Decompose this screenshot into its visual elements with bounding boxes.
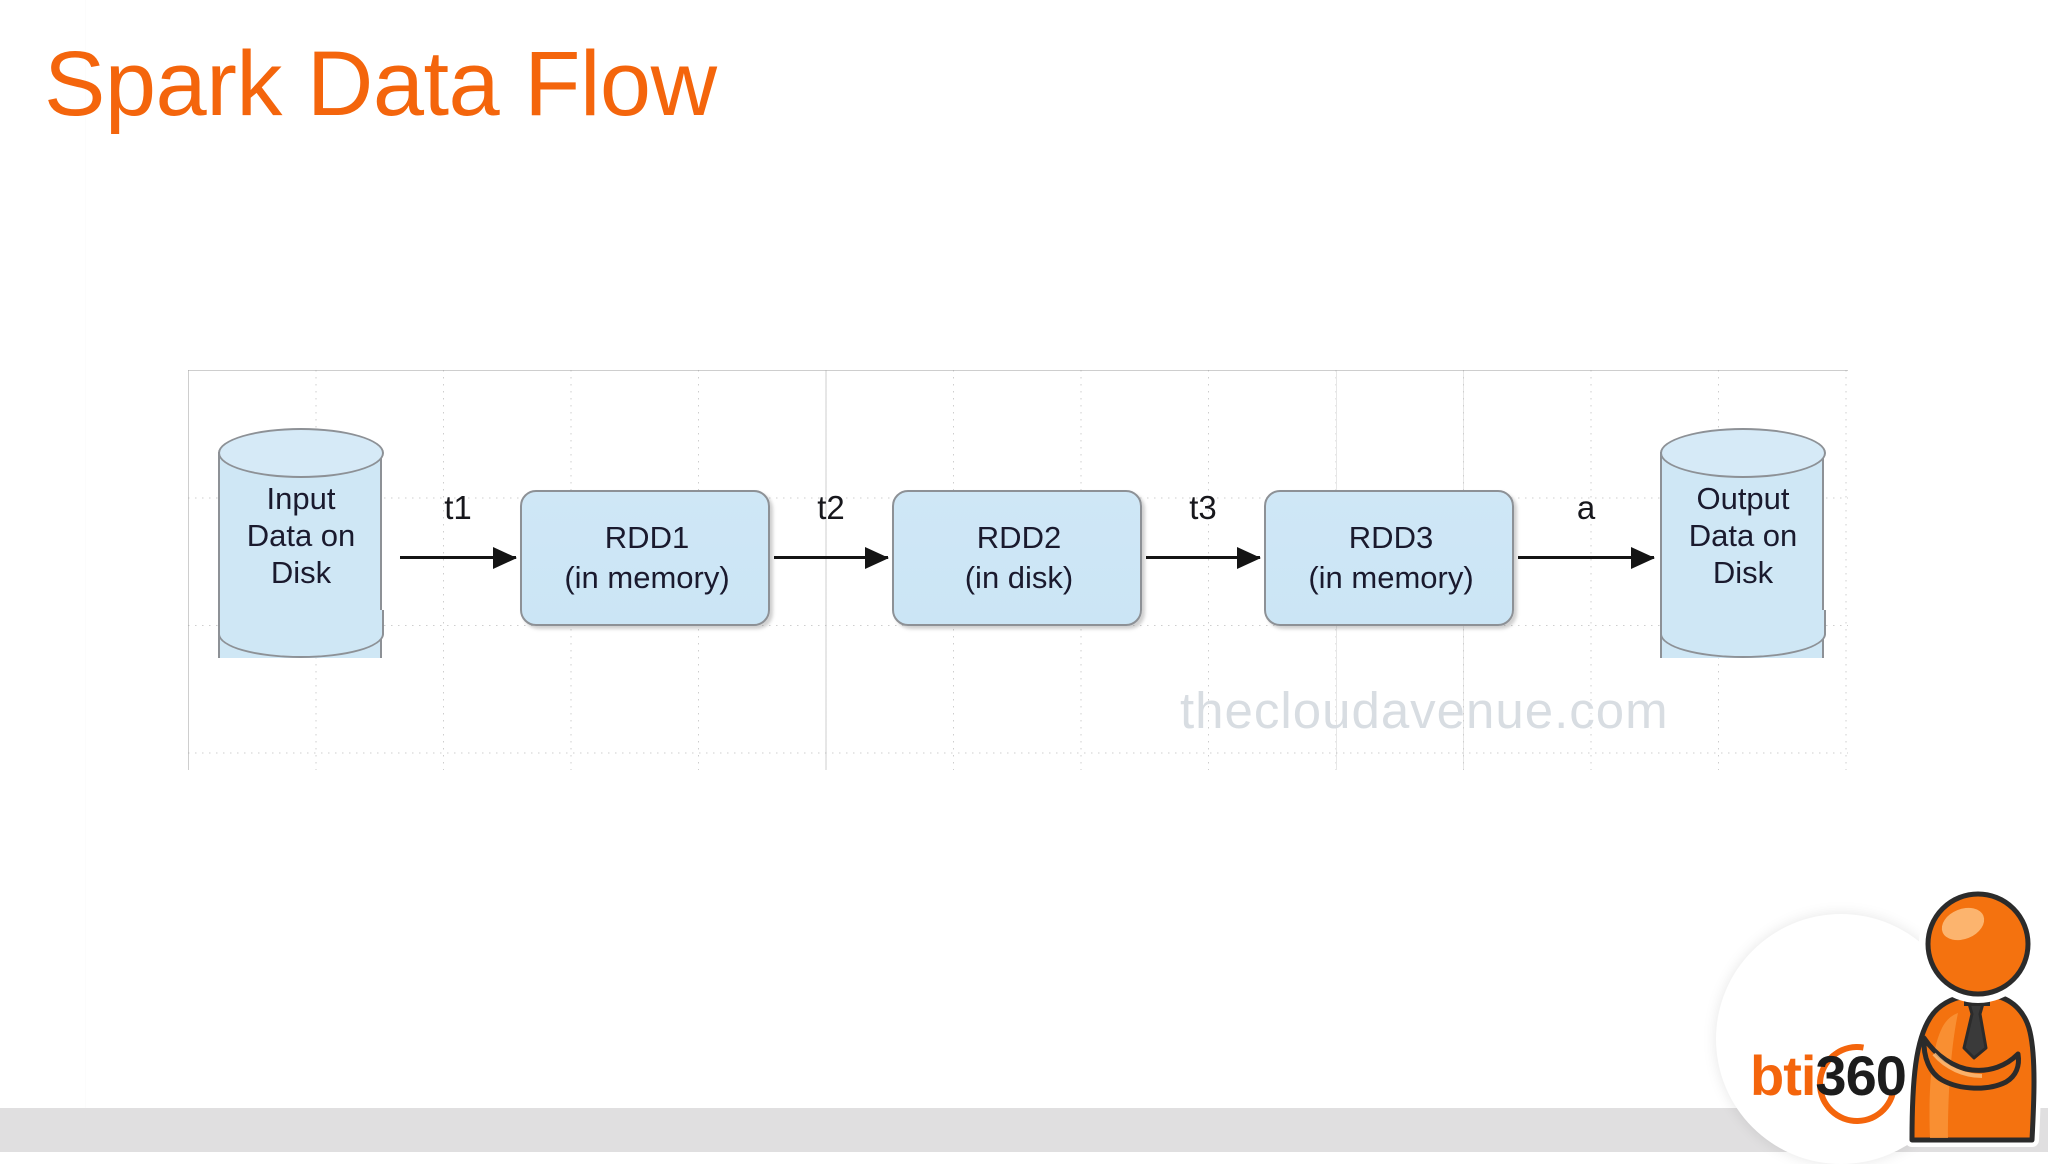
node-label: Input Data on Disk	[218, 480, 384, 591]
logo-word-secondary: 360	[1815, 1044, 1906, 1107]
arrowhead-icon	[865, 547, 889, 569]
bti360-logo: bti360	[1700, 872, 2048, 1164]
connector-t1[interactable]: t1	[400, 490, 517, 569]
node-label: RDD2 (in disk)	[894, 518, 1144, 598]
cylinder-top-ellipse	[1660, 428, 1826, 478]
node-rdd2[interactable]: RDD2 (in disk)	[892, 490, 1142, 626]
connector-shaft	[400, 556, 516, 559]
cylinder-bottom-ellipse	[218, 610, 384, 658]
cylinder-top-ellipse	[218, 428, 384, 478]
spark-data-flow-diagram: Input Data on Disk t1 RDD1 (in memory)	[160, 370, 1880, 790]
diagram-node-layer: Input Data on Disk t1 RDD1 (in memory)	[160, 370, 1880, 790]
arrowhead-icon	[1237, 547, 1261, 569]
cylinder-bottom-ellipse	[1660, 610, 1826, 658]
node-label-line1: RDD2	[976, 520, 1062, 555]
bottom-band	[0, 1108, 2048, 1152]
node-label: Output Data on Disk	[1660, 480, 1826, 591]
node-rdd3[interactable]: RDD3 (in memory)	[1264, 490, 1514, 626]
node-output-data-on-disk[interactable]: Output Data on Disk	[1660, 428, 1826, 682]
connector-label: t2	[817, 489, 845, 526]
node-label-line2: (in memory)	[1308, 560, 1474, 595]
left-edge-seam	[85, 0, 86, 1108]
node-label: RDD1 (in memory)	[522, 518, 772, 598]
arrowhead-icon	[493, 547, 517, 569]
page-title: Spark Data Flow	[44, 33, 717, 135]
node-input-data-on-disk[interactable]: Input Data on Disk	[218, 428, 384, 682]
node-label-line3: Disk	[1712, 555, 1774, 590]
node-label-line2: Data on	[246, 518, 356, 553]
node-label-line2: (in memory)	[564, 560, 730, 595]
connector-label: t1	[444, 489, 472, 526]
mascot-figure-icon	[1905, 885, 2041, 1147]
node-label-line2: Data on	[1688, 518, 1798, 553]
node-label-line3: Disk	[270, 555, 332, 590]
connector-shaft	[774, 556, 888, 559]
connector-shaft	[1146, 556, 1260, 559]
connector-t2[interactable]: t2	[774, 490, 889, 569]
node-rdd1[interactable]: RDD1 (in memory)	[520, 490, 770, 626]
connector-label: t3	[1189, 489, 1217, 526]
node-label-line2: (in disk)	[964, 560, 1074, 595]
logo-word-primary: bti	[1750, 1044, 1816, 1107]
logo-wordmark: bti360	[1750, 1044, 1907, 1107]
arrowhead-icon	[1631, 547, 1655, 569]
node-label-line1: RDD3	[1348, 520, 1434, 555]
connector-t3[interactable]: t3	[1146, 490, 1261, 569]
connector-label: a	[1576, 489, 1596, 526]
node-label-line1: Output	[1696, 481, 1790, 516]
node-label-line1: Input	[266, 481, 336, 516]
connector-shaft	[1518, 556, 1654, 559]
connector-a[interactable]: a	[1518, 490, 1655, 569]
node-label-line1: RDD1	[604, 520, 690, 555]
node-label: RDD3 (in memory)	[1266, 518, 1516, 598]
